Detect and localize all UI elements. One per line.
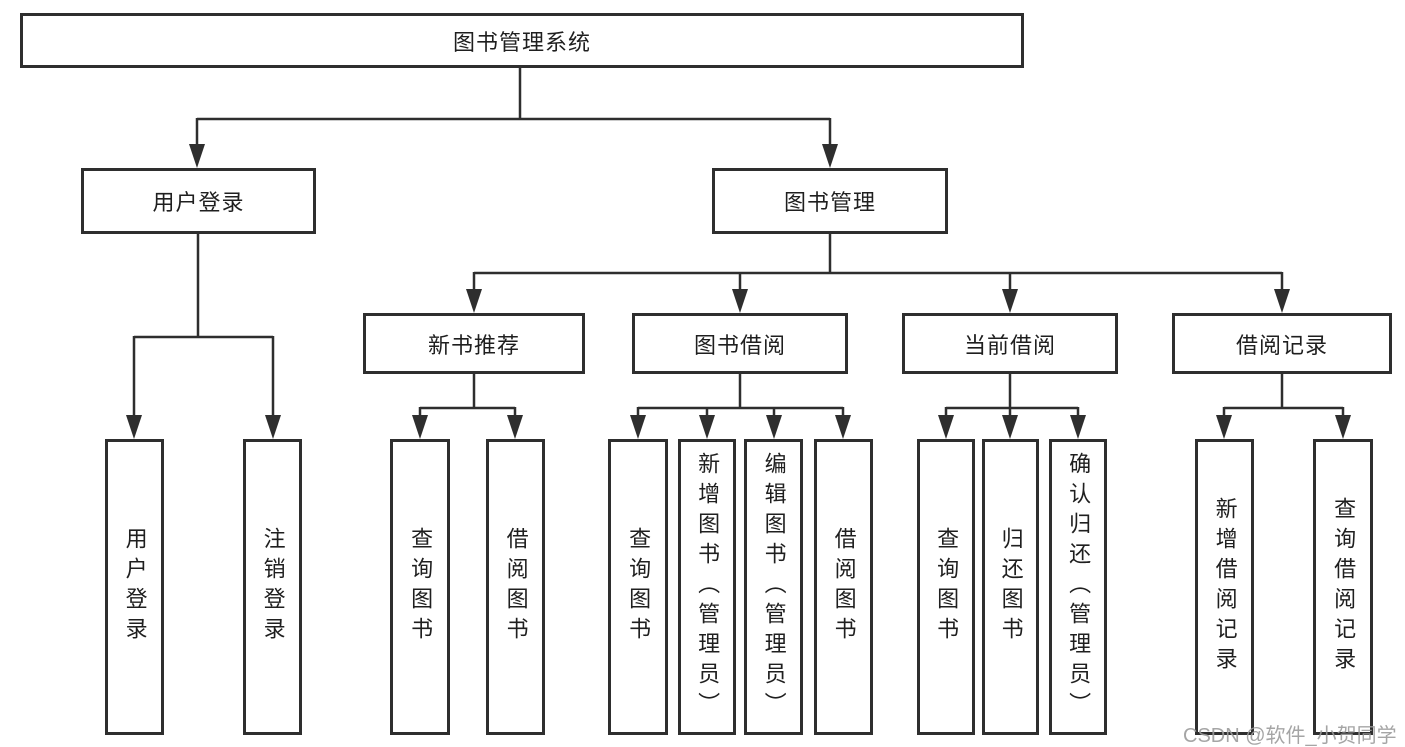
node-borrowing-records: 借阅记录 [1172, 313, 1392, 374]
leaf-borrow-query-books: 查询图书 [608, 439, 668, 735]
node-borrowing-records-label: 借阅记录 [1235, 332, 1328, 358]
leaf-records-add-borrow-record-label: 新增借阅记录 [1212, 497, 1238, 677]
node-new-book-recommend-label: 新书推荐 [427, 332, 520, 358]
node-current-borrowing-label: 当前借阅 [963, 332, 1056, 358]
leaf-newbook-borrow-books-label: 借阅图书 [503, 527, 529, 647]
node-user-login: 用户登录 [81, 168, 316, 234]
leaf-borrow-edit-books-admin-label: 编辑图书（管理员） [761, 452, 787, 722]
leaf-borrow-edit-books-admin: 编辑图书（管理员） [744, 439, 803, 735]
leaf-logout: 注销登录 [243, 439, 302, 735]
leaf-borrow-query-books-label: 查询图书 [626, 527, 652, 647]
leaf-current-confirm-return-admin-label: 确认归还（管理员） [1066, 452, 1092, 722]
leaf-newbook-query-books: 查询图书 [390, 439, 450, 735]
node-book-management: 图书管理 [712, 168, 948, 234]
node-user-login-label: 用户登录 [152, 190, 245, 215]
leaf-borrow-borrow-books-label: 借阅图书 [831, 527, 857, 647]
node-book-borrowing: 图书借阅 [632, 313, 848, 374]
leaf-user-login: 用户登录 [105, 439, 164, 735]
leaf-newbook-query-books-label: 查询图书 [408, 527, 434, 647]
leaf-records-add-borrow-record: 新增借阅记录 [1195, 439, 1254, 735]
leaf-logout-label: 注销登录 [260, 527, 286, 647]
leaf-records-query-borrow-record: 查询借阅记录 [1313, 439, 1373, 735]
leaf-current-query-books: 查询图书 [917, 439, 975, 735]
csdn-watermark: CSDN @软件_小贺同学 [1183, 725, 1397, 747]
leaf-borrow-add-books-admin: 新增图书（管理员） [678, 439, 736, 735]
leaf-user-login-label: 用户登录 [122, 527, 148, 647]
leaf-current-return-books-label: 归还图书 [998, 527, 1024, 647]
leaf-current-query-books-label: 查询图书 [934, 527, 960, 647]
leaf-borrow-add-books-admin-label: 新增图书（管理员） [695, 452, 721, 722]
node-root-library-management-system: 图书管理系统 [20, 13, 1024, 68]
leaf-current-return-books: 归还图书 [982, 439, 1039, 735]
leaf-newbook-borrow-books: 借阅图书 [486, 439, 545, 735]
node-current-borrowing: 当前借阅 [902, 313, 1118, 374]
node-new-book-recommend: 新书推荐 [363, 313, 585, 374]
leaf-records-query-borrow-record-label: 查询借阅记录 [1331, 497, 1357, 677]
leaf-borrow-borrow-books: 借阅图书 [814, 439, 873, 735]
node-book-borrowing-label: 图书借阅 [693, 332, 786, 358]
node-book-management-label: 图书管理 [783, 190, 876, 215]
node-root-label: 图书管理系统 [452, 29, 591, 55]
leaf-current-confirm-return-admin: 确认归还（管理员） [1049, 439, 1107, 735]
